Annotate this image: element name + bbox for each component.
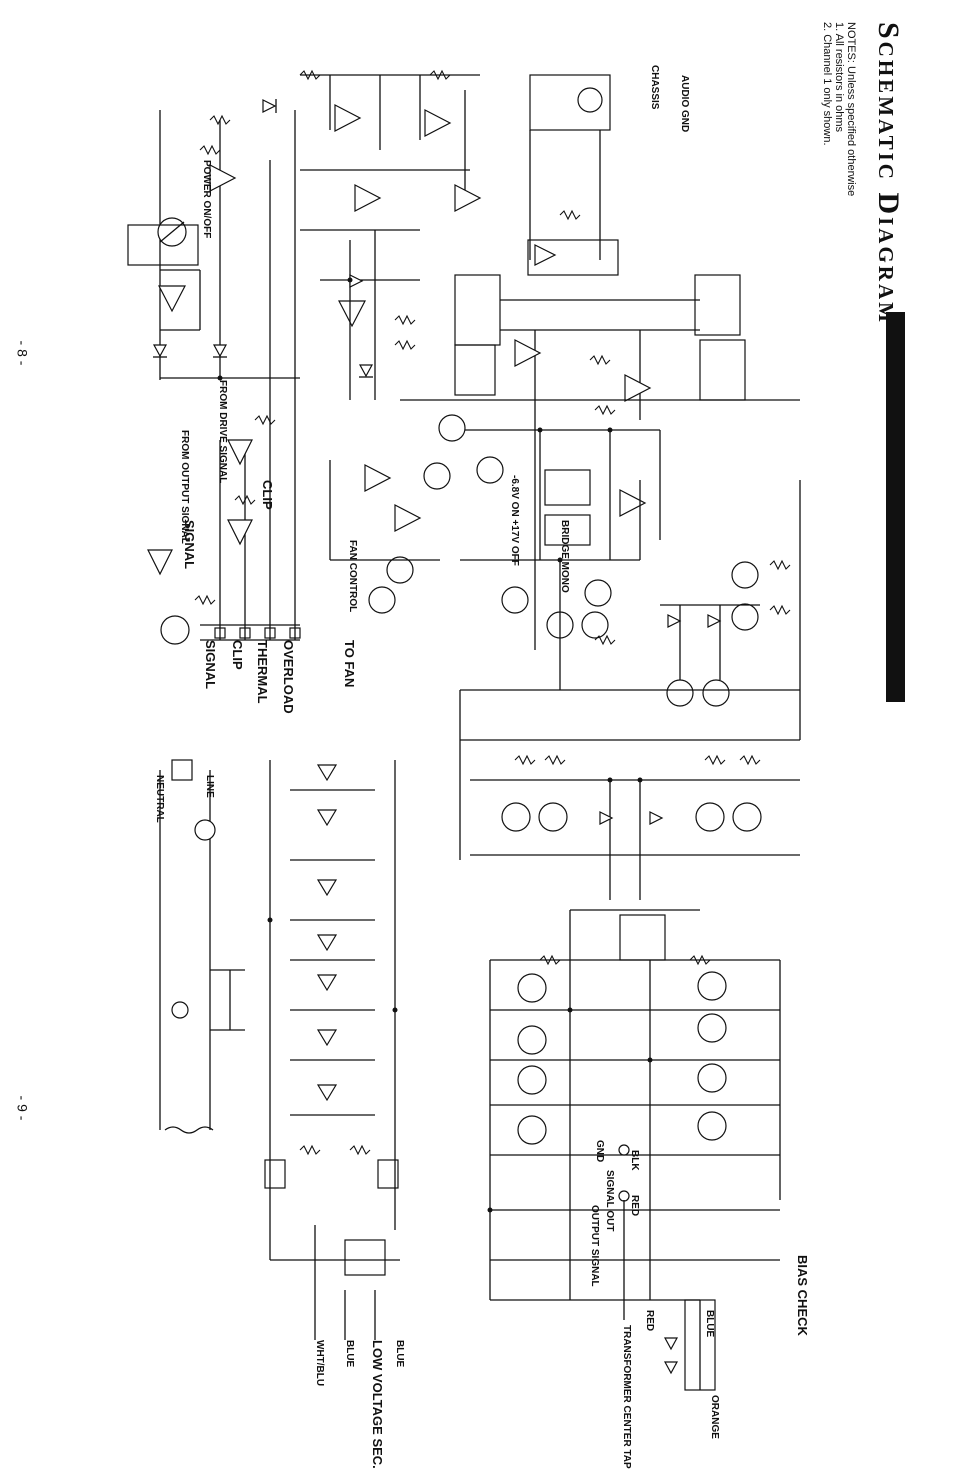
label-to-fan: TO FAN	[342, 640, 357, 688]
label-from-drive-signal: FROM DRIVE SIGNAL	[217, 380, 228, 484]
notes-heading: NOTES: Unless specified otherwise	[845, 22, 857, 197]
label-audio-gnd: AUDIO GND	[679, 75, 690, 133]
page-number-8: - 8 -	[14, 340, 31, 366]
page-title: Schematic Diagram	[872, 22, 905, 325]
label-bridge-mono: BRIDGE MONO	[559, 520, 570, 593]
output-mosfets	[489, 909, 781, 1391]
label-signal-out: SIGNAL OUT	[604, 1170, 615, 1232]
label-clip-mid: CLIP	[260, 480, 275, 510]
label-red-b: RED	[644, 1310, 655, 1332]
label-overload: OVERLOAD	[281, 640, 296, 714]
power-supply	[159, 759, 400, 1340]
note-2: 2. Channel 1 only shown.	[821, 22, 833, 146]
label-output-signal: OUTPUT SIGNAL	[589, 1205, 600, 1287]
page-number-9: - 9 -	[14, 1095, 31, 1121]
label-orange: ORANGE	[709, 1395, 720, 1439]
label-transformer-center-tap: TRANSFORMER CENTER TAP	[621, 1325, 632, 1469]
label-signal: SIGNAL	[203, 640, 218, 690]
input-overload-circuits	[299, 69, 482, 400]
label-blue-b: BLUE	[344, 1340, 355, 1368]
label-thermal: THERMAL	[255, 640, 270, 704]
label-blue: BLUE	[704, 1310, 715, 1338]
title-bar	[886, 312, 905, 702]
label-fan-control: FAN CONTROL	[347, 540, 358, 613]
indicator-circuits	[127, 99, 301, 645]
label-blk: BLK	[629, 1150, 640, 1171]
label-wht-blu: WHT/BLU	[314, 1340, 325, 1387]
label-voltage-note: -6.8V ON +17V OFF	[509, 475, 520, 566]
label-from-output-signal: FROM OUTPUT SIGNAL	[179, 430, 190, 544]
note-1: 1. All resistors in ohms	[833, 22, 845, 133]
label-chassis: CHASSIS	[649, 65, 660, 110]
junctions	[217, 277, 653, 1213]
label-line: LINE	[204, 775, 215, 798]
label-blue-a: BLUE	[394, 1340, 405, 1368]
label-neutral: NEUTRAL	[154, 775, 165, 823]
label-gnd: GND	[594, 1140, 605, 1163]
input-jacks	[454, 74, 746, 650]
label-power-onoff: POWER ON/OFF	[201, 160, 212, 239]
label-clip: CLIP	[230, 640, 245, 670]
label-low-voltage-sec: LOW VOLTAGE SEC.	[370, 1340, 385, 1469]
label-bias-check: BIAS CHECK	[795, 1255, 810, 1336]
driver-section	[329, 399, 801, 860]
output-drivers	[470, 754, 800, 900]
label-red: RED	[629, 1195, 640, 1217]
